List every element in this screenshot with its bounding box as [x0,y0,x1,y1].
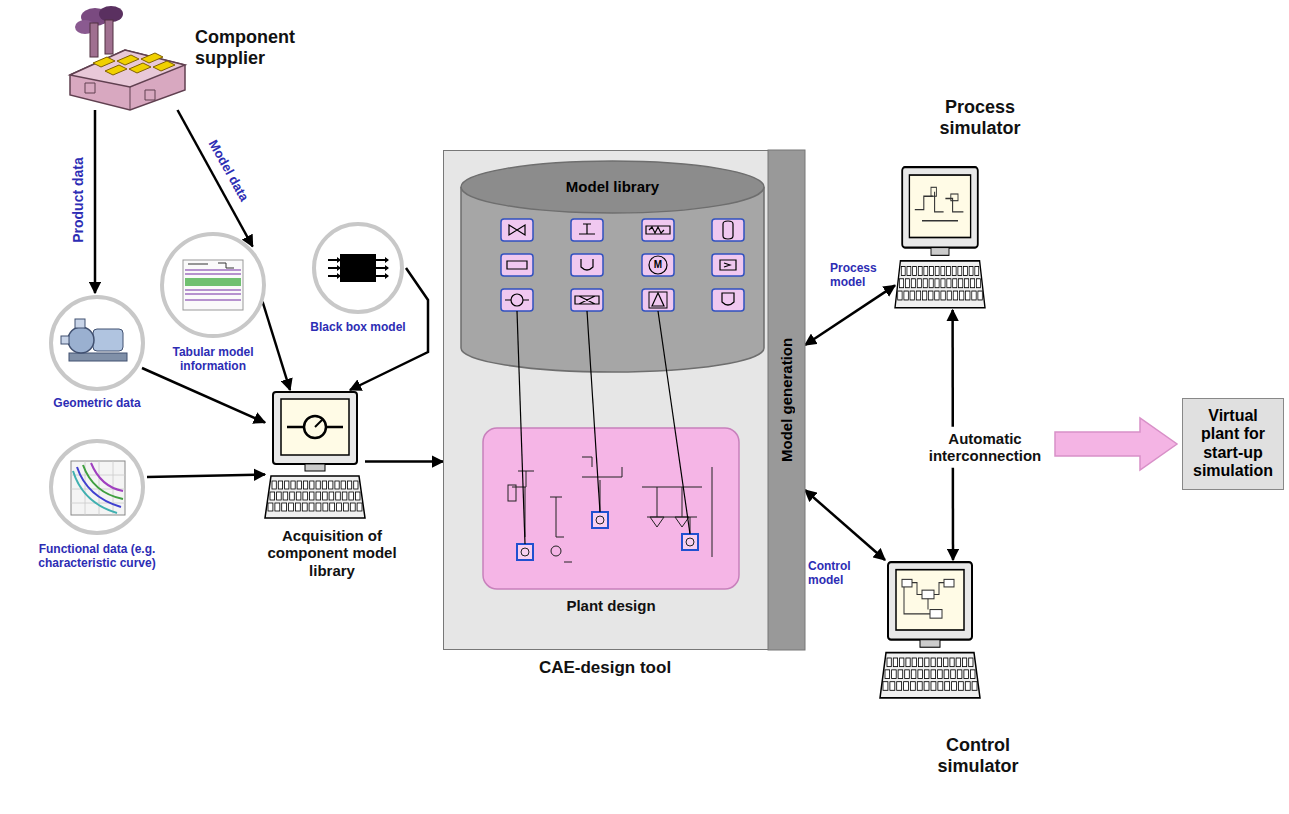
geo-shape [47,293,147,393]
ctrl-shape [880,560,980,700]
edge-label: Process model [830,262,880,290]
node-tab: Tabular model information [158,230,268,340]
node-plant: Plant design [482,427,740,590]
factory-shape [65,5,190,110]
library-link-line [587,311,600,512]
connector-arrow [365,460,443,463]
node-ctrl: Control simulator [880,560,980,700]
node-label: Model generation [768,150,805,650]
node-vbox: Virtual plant for start-up simulation [1182,398,1284,490]
node-label: Model library [460,178,765,195]
node-label: Black box model [298,321,418,335]
library-link-line [517,311,525,544]
edge-label: Product data [70,157,86,243]
node-acq: Acquisition of component model library [265,390,365,520]
connector-arrow [178,110,253,247]
node-label: Virtual plant for start-up simulation [1187,407,1279,481]
fun-shape [47,437,147,537]
plant-shape [482,427,740,590]
connector-arrow [147,475,265,478]
node-label: Process simulator [915,97,1045,138]
bb-shape [310,220,406,316]
library-link-line [658,311,690,534]
edge-label: Control model [808,560,858,588]
node-proc: Process simulator [895,165,985,310]
acq-shape [265,390,365,520]
connector-arrow [805,490,885,560]
node-bb: Black box model [310,220,406,316]
tab-shape [158,230,268,340]
proc-shape [895,165,985,310]
connector-arrow [94,110,97,293]
node-label: Acquisition of component model library [262,527,402,579]
node-label: Functional data (e.g. characteristic cur… [9,543,185,571]
node-fun: Functional data (e.g. characteristic cur… [47,437,147,537]
node-label: CAE-design tool [505,658,705,678]
node-factory: Component supplier [65,5,190,110]
node-label: Tabular model information [158,346,268,374]
node-label: Geometric data [32,397,162,411]
symbol-letter: M [650,259,666,271]
node-geo: Geometric data [47,293,147,393]
result-arrow [1055,418,1177,470]
connector-arrow [805,285,895,345]
node-label: Control simulator [913,735,1043,776]
edge-label: Automatic interconnection [919,427,1051,468]
node-cyl: Model libraryM [460,160,765,375]
node-band: Model generation [768,150,805,650]
connector-arrow [142,368,265,423]
node-label: Component supplier [195,27,315,68]
node-label: Plant design [482,597,740,614]
node-cae: CAE-design toolModel libraryMPlant desig… [443,150,805,650]
connector-arrow [263,302,291,391]
